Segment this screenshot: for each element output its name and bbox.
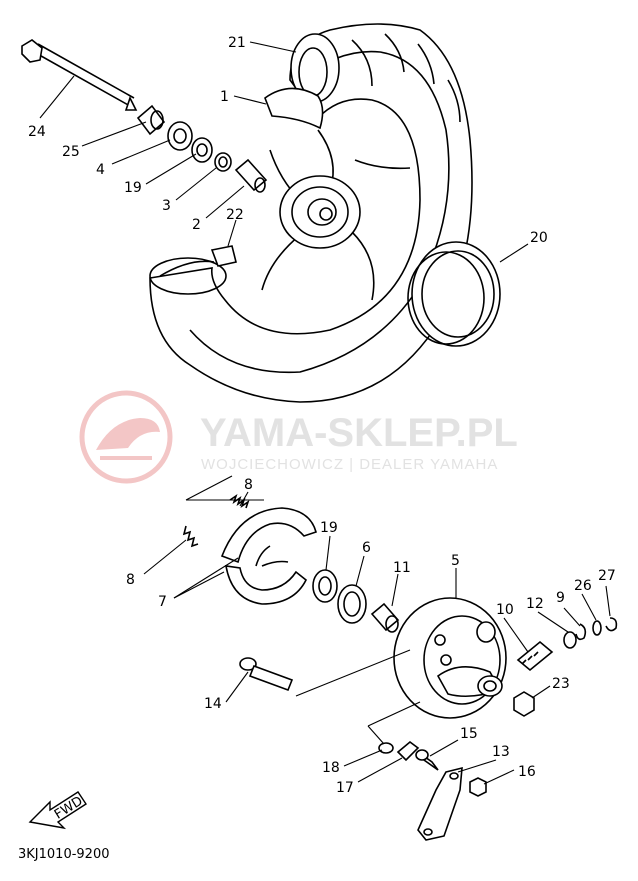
watermark-logo-icon: [79, 390, 173, 484]
watermark-subtitle: WOJCIECHOWICZ | DEALER YAMAHA: [201, 456, 498, 473]
leader-lines: [39, 41, 611, 785]
callout-15: 15: [460, 726, 478, 742]
circlip-icon: [575, 623, 587, 641]
axle-nut-icon: [513, 691, 535, 717]
diagram-code: 3KJ1010-9200: [18, 847, 110, 862]
collar-icon: [136, 104, 166, 136]
forward-arrow-icon: FWD: [28, 791, 87, 830]
callout-16: 16: [518, 764, 536, 780]
wear-indicator-icon: [396, 740, 420, 762]
callout-9: 9: [556, 590, 565, 606]
watermark-brand: YAMA-SKLEP.PL: [200, 411, 518, 455]
assembly-guide-lines: [185, 475, 421, 745]
meter-gear-icon: [516, 640, 554, 672]
callout-2: 2: [192, 217, 201, 233]
watermark: YAMA-SKLEP.PL WOJCIECHOWICZ | DEALER YAM…: [79, 390, 518, 484]
brake-spring-icon: [182, 494, 250, 548]
retaining-clip-icon: [605, 617, 618, 632]
oil-seal-icon: [191, 137, 213, 163]
callout-24: 24: [28, 124, 46, 140]
callout-27: 27: [598, 568, 616, 584]
callout-25: 25: [62, 144, 80, 160]
callout-26: 26: [574, 578, 592, 594]
callout-labels: 21 1 24 25 4 19 3 2 22 20 8 8 7 19 6 11 …: [28, 35, 616, 796]
lower-seal-icon: [337, 584, 367, 624]
front-wheel-assembly: [149, 23, 473, 403]
callout-14: 14: [204, 696, 222, 712]
brake-camshaft-icon: [239, 657, 294, 692]
callout-1: 1: [220, 89, 229, 105]
brake-shoe-icon: [220, 507, 317, 605]
callout-18: 18: [322, 760, 340, 776]
rim-band-icon: [407, 241, 501, 347]
callout-6: 6: [362, 540, 371, 556]
meter-washer-icon: [563, 631, 577, 649]
spacer-icon: [234, 158, 268, 193]
callout-19-lower: 19: [320, 520, 338, 536]
callout-4: 4: [96, 162, 105, 178]
callout-10: 10: [496, 602, 514, 618]
axle-icon: [21, 39, 138, 111]
camshaft-bolt-icon: [415, 749, 439, 771]
callout-22: 22: [226, 207, 244, 223]
callout-8-upper: 8: [244, 477, 253, 493]
brake-plate-icon: [393, 597, 507, 719]
bearing-icon: [167, 121, 193, 151]
callout-21: 21: [228, 35, 246, 51]
small-washer-icon: [592, 620, 602, 636]
lower-bearing-icon: [312, 569, 338, 603]
callout-3: 3: [162, 198, 171, 214]
callout-8-lower: 8: [126, 572, 135, 588]
callout-12: 12: [526, 596, 544, 612]
callout-5: 5: [451, 553, 460, 569]
lever-nut-icon: [469, 777, 487, 797]
lever-washer-icon: [378, 742, 394, 754]
callout-7: 7: [158, 594, 167, 610]
callout-17: 17: [336, 780, 354, 796]
washer-icon: [214, 152, 232, 172]
tire-icon: [149, 23, 473, 403]
callout-11: 11: [393, 560, 411, 576]
callout-19-upper: 19: [124, 180, 142, 196]
hub-collar-icon: [370, 602, 400, 633]
callout-23: 23: [552, 676, 570, 692]
camshaft-lever-icon: [417, 766, 463, 841]
callout-20: 20: [530, 230, 548, 246]
callout-13: 13: [492, 744, 510, 760]
